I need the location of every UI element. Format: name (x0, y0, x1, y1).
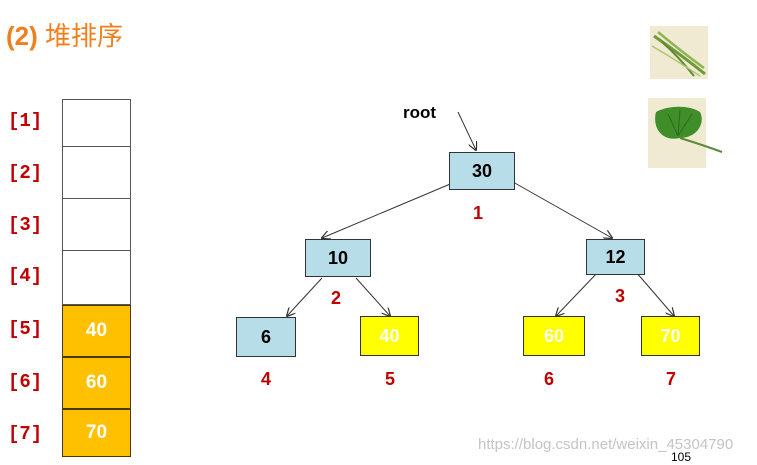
ginkgo-leaf-image (648, 98, 723, 168)
array-cell (62, 250, 131, 305)
grass-leaf-image (650, 26, 708, 79)
node-label: 4 (260, 369, 271, 389)
tree-node: 10 (305, 239, 371, 277)
root-label: root (403, 103, 437, 122)
title-text: 堆排序 (45, 21, 124, 51)
title-number: (2) (6, 21, 38, 51)
root-pointer-arrow (457, 111, 476, 150)
array-index: [4] (8, 265, 43, 287)
slide-title: (2) 堆排序 (6, 16, 123, 53)
node-label: 1 (472, 203, 483, 223)
node-label: 7 (665, 369, 676, 389)
array-cell: 70 (62, 409, 131, 457)
array-cell: 40 (62, 305, 131, 357)
tree-node: 12 (586, 239, 645, 275)
tree-edge (635, 271, 674, 316)
array-index: [3] (8, 214, 43, 236)
array-index: [2] (8, 162, 43, 184)
array-index: [5] (8, 318, 43, 340)
node-label: 5 (384, 369, 395, 389)
array-index: [1] (8, 110, 43, 132)
node-label: 2 (330, 288, 341, 308)
tree-node: 70 (641, 316, 700, 356)
page-number: 105 (671, 450, 692, 464)
watermark: https://blog.csdn.net/weixin_45304790 (478, 436, 734, 453)
tree-node: 30 (449, 152, 515, 190)
tree-edge (355, 277, 390, 316)
tree-node: 60 (523, 316, 585, 356)
array-cell (62, 146, 131, 199)
array-index: [6] (8, 371, 43, 393)
array-cell: 60 (62, 357, 131, 409)
tree-edge (512, 181, 612, 238)
tree-edge (556, 271, 599, 316)
tree-edge (287, 277, 323, 316)
node-label: 6 (543, 369, 554, 389)
array-index: [7] (8, 423, 43, 445)
tree-node: 6 (236, 317, 296, 357)
tree-node: 40 (360, 316, 419, 356)
tree-edge (322, 181, 456, 238)
node-label: 3 (614, 286, 625, 306)
